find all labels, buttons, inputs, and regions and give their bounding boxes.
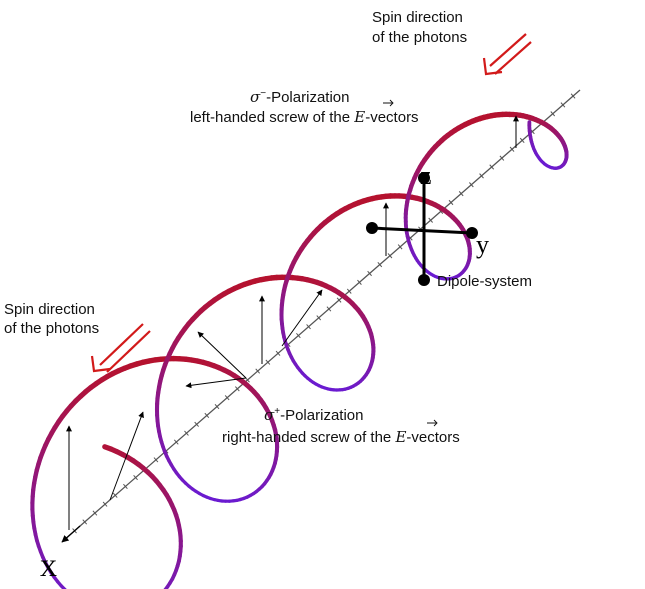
axis-tick xyxy=(499,155,505,161)
sigma-minus-title: σ−-Polarization xyxy=(250,88,349,106)
axis-tick xyxy=(92,510,98,516)
dipole-system xyxy=(366,172,478,286)
spin-label-left-line1: Spin direction xyxy=(4,301,95,318)
axis-tick xyxy=(316,315,322,321)
dipole-dot-bottom xyxy=(418,274,430,286)
e-vector-symbol: E xyxy=(394,428,406,446)
propagation-axis xyxy=(63,89,581,541)
spin-label-top-line1: Spin direction xyxy=(372,9,463,26)
axis-tick xyxy=(479,173,484,179)
helix-wave xyxy=(30,111,569,589)
axis-tick xyxy=(112,492,118,498)
sigma-minus-desc-post: -vectors xyxy=(365,109,418,126)
axis-tick xyxy=(458,191,464,197)
axis-tick xyxy=(194,421,199,427)
sigma-plus-title-text: -Polarization xyxy=(280,407,363,424)
axis-tick xyxy=(214,403,220,410)
axis-tick xyxy=(102,501,108,507)
sigma-minus-symbol: σ xyxy=(250,88,261,106)
e-field-vectors xyxy=(66,115,519,530)
axis-tick xyxy=(550,111,556,117)
axis-tick xyxy=(82,519,88,525)
sigma-minus-description: left-handed screw of the E-vectors xyxy=(190,108,419,126)
vector-arrow-accent-bottom xyxy=(427,419,438,427)
dipole-dot-top xyxy=(418,172,430,184)
sigma-minus-desc-pre: left-handed screw of the xyxy=(190,109,354,126)
axis-tick xyxy=(306,324,311,330)
axis-label-y: y xyxy=(476,230,489,259)
axis-tick xyxy=(255,368,261,374)
sigma-minus-title-text: -Polarization xyxy=(266,89,349,106)
spin-label-top-line2: of the photons xyxy=(372,29,467,46)
spin-label-left-line2: of the photons xyxy=(4,320,99,337)
axis-tick xyxy=(275,350,281,356)
axis-tick xyxy=(234,386,240,392)
axis-tick xyxy=(570,93,576,99)
e-vector-arrow xyxy=(281,289,323,347)
axis-tick xyxy=(519,137,525,143)
sigma-plus-description: right-handed screw of the E-vectors xyxy=(222,428,460,446)
sigma-plus-desc-post: -vectors xyxy=(406,429,459,446)
x-axis-end xyxy=(61,525,81,543)
spin-arrow-left xyxy=(90,323,151,373)
axis-tick xyxy=(296,333,301,339)
axis-tick xyxy=(173,439,179,445)
dipole-axis-horizontal xyxy=(371,226,473,235)
axis-tick xyxy=(469,182,474,188)
sigma-plus-title: σ+-Polarization xyxy=(264,406,363,424)
e-vector-arrow xyxy=(197,331,247,379)
axis-label-x: x xyxy=(40,547,57,584)
vector-arrow-accent-top xyxy=(383,99,394,107)
axis-tick xyxy=(265,359,271,365)
e-vector-arrow xyxy=(185,377,247,389)
e-vector-symbol: E xyxy=(353,108,365,126)
axis-tick xyxy=(397,244,403,250)
e-vector-arrow xyxy=(109,411,144,501)
dipole-dot-left xyxy=(366,222,378,234)
axis-tick xyxy=(489,164,495,170)
axis-tick xyxy=(357,279,362,285)
sigma-plus-sup: + xyxy=(274,406,280,417)
axis-tick xyxy=(326,306,332,312)
axis-tick xyxy=(346,288,352,294)
axis-tick xyxy=(509,146,515,152)
axis-tick xyxy=(377,262,383,268)
spin-arrow-top xyxy=(482,33,532,76)
axis-tick xyxy=(153,457,159,463)
axis-tick xyxy=(184,430,189,436)
axis-label-z: z xyxy=(420,161,432,190)
sigma-plus-desc-pre: right-handed screw of the xyxy=(222,429,395,446)
axis-tick xyxy=(123,483,128,490)
sigma-plus-symbol: σ xyxy=(264,406,275,424)
axis-tick xyxy=(367,270,372,277)
axis-tick xyxy=(336,297,342,303)
dipole-dot-right xyxy=(466,227,478,239)
axis-tick xyxy=(245,377,250,383)
axis-tick xyxy=(224,395,230,401)
axis-tick xyxy=(428,217,434,223)
axis-tick xyxy=(387,253,393,259)
sigma-minus-sup: − xyxy=(260,88,266,99)
axis-tick xyxy=(560,102,566,108)
dipole-system-label: Dipole-system xyxy=(437,273,532,290)
axis-tick xyxy=(448,199,454,206)
axis-tick xyxy=(133,474,138,481)
axis-tick xyxy=(204,412,210,419)
